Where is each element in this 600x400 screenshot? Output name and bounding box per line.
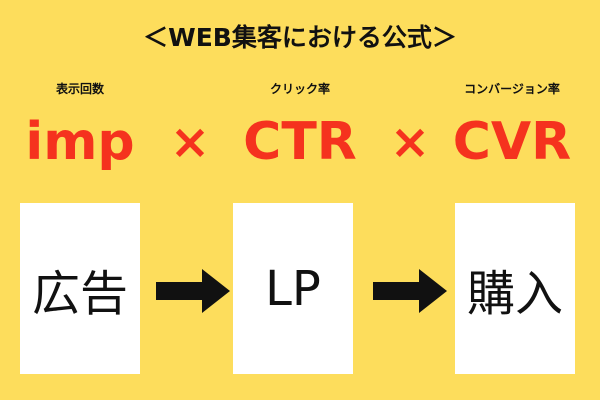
right-arrow-icon	[373, 269, 447, 313]
formula-term-cvr: CVR	[452, 112, 572, 172]
flow-step-label: 購入	[466, 265, 563, 322]
right-arrow-icon	[156, 269, 230, 313]
formula-term-ctr: CTR	[243, 112, 357, 172]
multiply-operator-2: ×	[389, 114, 431, 170]
caption-click-rate: クリック率	[269, 82, 330, 96]
caption-conversion-rate: コンバージョン率	[464, 82, 560, 96]
formula: imp × CTR × CVR	[0, 110, 600, 174]
flow-step-label: LP	[265, 260, 321, 317]
page-title: ＜WEB集客における公式＞	[143, 23, 457, 52]
formula-term-imp: imp	[25, 112, 135, 172]
caption-impressions: 表示回数	[55, 82, 104, 96]
flow-step-label: 広告	[31, 265, 128, 322]
flow-step-ad: 広告	[20, 203, 140, 374]
flow-step-purchase: 購入	[455, 203, 575, 374]
flow-step-lp: LP	[233, 203, 353, 374]
multiply-operator-1: ×	[169, 114, 211, 170]
